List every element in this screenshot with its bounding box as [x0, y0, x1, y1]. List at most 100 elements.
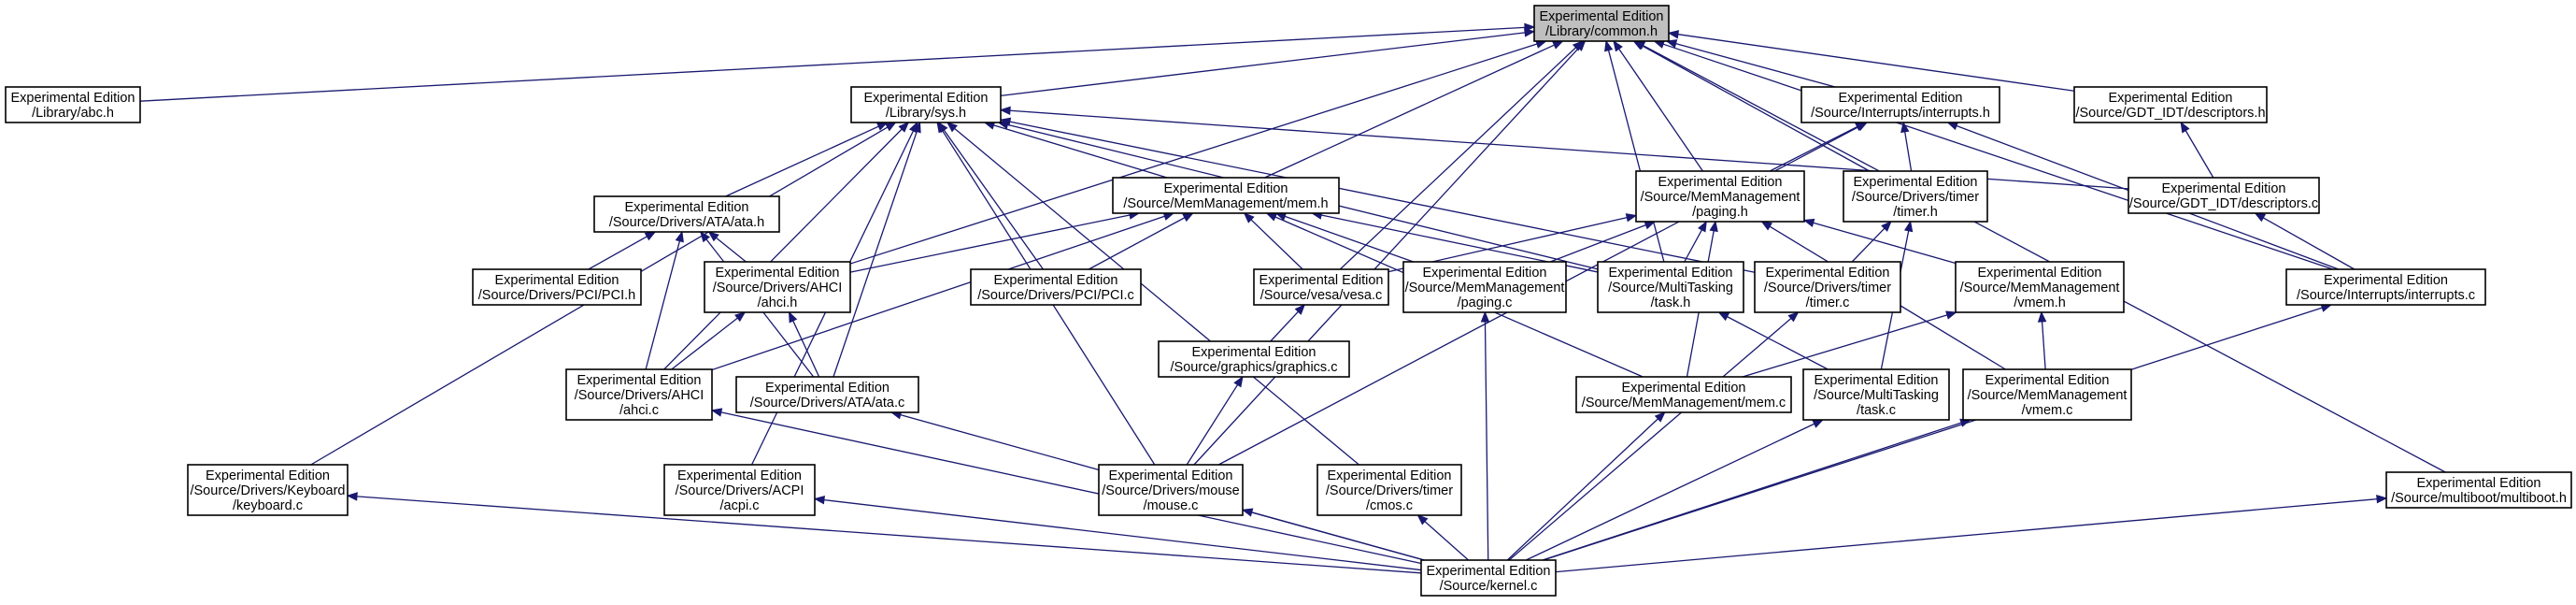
node-acpi-c[interactable]: Experimental Edition/Source/Drivers/ACPI…: [663, 464, 816, 516]
node-box[interactable]: [704, 261, 851, 313]
dependency-edge-vmem_c-to-vmem_h: [2037, 310, 2047, 370]
dependency-edge-mouse_c-to-common_h: [1193, 40, 1587, 466]
node-descriptors-c[interactable]: Experimental Edition/Source/GDT_IDT/desc…: [2128, 177, 2320, 214]
node-paging-c[interactable]: Experimental Edition/Source/MemManagemen…: [1402, 261, 1567, 313]
node-sys-h[interactable]: Experimental Edition/Library/sys.h: [850, 86, 1002, 123]
node-label-line: Experimental Edition: [994, 273, 1118, 288]
node-label-line: /Source/MemManagement/mem.h: [1123, 196, 1328, 211]
node-kernel-c[interactable]: Experimental Edition/Source/kernel.c: [1420, 559, 1557, 597]
dependency-edge-paging_h-to-interrupts_h: [1769, 122, 1867, 172]
node-label-line: /Source/MemManagement/mem.c: [1582, 396, 1786, 411]
edge-line: [849, 43, 1538, 265]
node-label-line: /Source/MemManagement: [1405, 281, 1565, 295]
node-descriptors-h[interactable]: Experimental Edition/Source/GDT_IDT/desc…: [2073, 86, 2268, 123]
edge-line: [1264, 44, 1555, 179]
node-task-c[interactable]: Experimental Edition/Source/MultiTasking…: [1802, 368, 1950, 421]
node-box[interactable]: [970, 268, 1142, 306]
node-timer-h[interactable]: Experimental Edition/Source/Drivers/time…: [1843, 170, 1988, 223]
node-mouse-c[interactable]: Experimental Edition/Source/Drivers/mous…: [1098, 464, 1244, 516]
node-multiboot-h[interactable]: Experimental Edition/Source/multiboot/mu…: [2385, 471, 2572, 509]
node-box[interactable]: [663, 464, 816, 516]
node-label-line: Experimental Edition: [2417, 476, 2541, 491]
dependency-edge-kernel_c-to-mouse_c: [1241, 508, 1425, 561]
node-box[interactable]: [1533, 5, 1670, 42]
arrowhead-icon: [1881, 221, 1892, 232]
node-box[interactable]: [1962, 368, 2132, 421]
node-box[interactable]: [850, 86, 1002, 123]
dependency-edge-paging_c-to-paging_h: [1549, 221, 1657, 263]
node-box[interactable]: [565, 368, 713, 421]
node-box[interactable]: [1575, 376, 1792, 413]
node-box[interactable]: [1635, 170, 1805, 223]
node-box[interactable]: [1754, 261, 1901, 313]
edge-line: [1555, 498, 2378, 573]
edge-line: [1618, 48, 1704, 172]
node-box[interactable]: [1802, 368, 1950, 421]
edge-line: [1088, 217, 1186, 270]
edge-line: [711, 215, 1165, 371]
node-vmem-c[interactable]: Experimental Edition/Source/MemManagemen…: [1962, 368, 2132, 421]
node-box[interactable]: [593, 195, 780, 233]
node-keyboard-c[interactable]: Experimental Edition/Source/Drivers/Keyb…: [187, 464, 349, 516]
dependency-edge-descriptors_c-to-descriptors_h: [2180, 121, 2214, 179]
node-cmos-c[interactable]: Experimental Edition/Source/Drivers/time…: [1316, 464, 1462, 516]
arrowhead-icon: [1241, 508, 1254, 517]
node-box[interactable]: [2285, 268, 2486, 306]
node-label-line: Experimental Edition: [1766, 266, 1890, 281]
node-box[interactable]: [1843, 170, 1988, 223]
node-box[interactable]: [1316, 464, 1462, 516]
node-common-h[interactable]: Experimental Edition/Library/common.h: [1533, 5, 1670, 42]
dependency-edge-task_h-to-common_h: [1604, 39, 1665, 263]
node-ahci-h[interactable]: Experimental Edition/Source/Drivers/AHCI…: [704, 261, 851, 313]
node-label-line: Experimental Edition: [1164, 181, 1288, 196]
node-box[interactable]: [1597, 261, 1744, 313]
arrowhead-icon: [710, 408, 723, 417]
node-box[interactable]: [1253, 268, 1389, 306]
node-ahci-c[interactable]: Experimental Edition/Source/Drivers/AHCI…: [565, 368, 713, 421]
node-label-line: Experimental Edition: [1839, 91, 1963, 106]
arrowhead-icon: [1946, 122, 1959, 131]
node-timer-c[interactable]: Experimental Edition/Source/Drivers/time…: [1754, 261, 1901, 313]
edge-line: [1484, 321, 1489, 561]
node-box[interactable]: [187, 464, 349, 516]
node-label-line: Experimental Edition: [1985, 373, 2110, 388]
node-mem-h[interactable]: Experimental Edition/Source/MemManagemen…: [1112, 177, 1340, 214]
node-box[interactable]: [1402, 261, 1567, 313]
node-task-h[interactable]: Experimental Edition/Source/MultiTasking…: [1597, 261, 1744, 313]
node-mem-c[interactable]: Experimental Edition/Source/MemManagemen…: [1575, 376, 1792, 413]
node-box[interactable]: [1955, 261, 2125, 313]
edge-line: [1508, 318, 1792, 561]
edge-line: [1270, 310, 1299, 342]
node-ata-h[interactable]: Experimental Edition/Source/Drivers/ATA/…: [593, 195, 780, 233]
node-label-line: Experimental Edition: [206, 468, 330, 483]
edge-line: [1186, 384, 1239, 466]
arrowhead-icon: [1903, 220, 1914, 233]
node-ata-c[interactable]: Experimental Edition/Source/Drivers/ATA/…: [735, 376, 919, 413]
node-graphics-c[interactable]: Experimental Edition/Source/graphics/gra…: [1158, 340, 1350, 378]
node-box[interactable]: [5, 86, 141, 123]
node-box[interactable]: [472, 268, 642, 306]
node-box[interactable]: [1098, 464, 1244, 516]
node-box[interactable]: [1112, 177, 1340, 214]
node-interrupts-c[interactable]: Experimental Edition/Source/Interrupts/i…: [2285, 268, 2486, 306]
arrowhead-icon: [675, 230, 684, 243]
node-vmem-h[interactable]: Experimental Edition/Source/MemManagemen…: [1955, 261, 2125, 313]
node-box[interactable]: [2385, 471, 2572, 509]
node-box[interactable]: [2073, 86, 2268, 123]
node-label-line: /Source/Drivers/ATA/ata.c: [750, 396, 904, 411]
node-interrupts-h[interactable]: Experimental Edition/Source/Interrupts/i…: [1800, 86, 2000, 123]
node-pci-h[interactable]: Experimental Edition/Source/Drivers/PCI/…: [472, 268, 642, 306]
node-pci-c[interactable]: Experimental Edition/Source/Drivers/PCI/…: [970, 268, 1142, 306]
edge-line: [1727, 316, 1829, 370]
edge-line: [1549, 223, 1646, 263]
node-abc-h[interactable]: Experimental Edition/Library/abc.h: [5, 86, 141, 123]
arrowhead-icon: [908, 121, 918, 134]
node-vesa-c[interactable]: Experimental Edition/Source/vesa/vesa.c: [1253, 268, 1389, 306]
node-box[interactable]: [735, 376, 919, 413]
node-paging-h[interactable]: Experimental Edition/Source/MemManagemen…: [1635, 170, 1805, 223]
node-box[interactable]: [2128, 177, 2320, 214]
node-box[interactable]: [1800, 86, 2000, 123]
dependency-edge-ahci_h-to-common_h: [849, 39, 1547, 265]
node-box[interactable]: [1158, 340, 1350, 378]
node-box[interactable]: [1420, 559, 1557, 597]
